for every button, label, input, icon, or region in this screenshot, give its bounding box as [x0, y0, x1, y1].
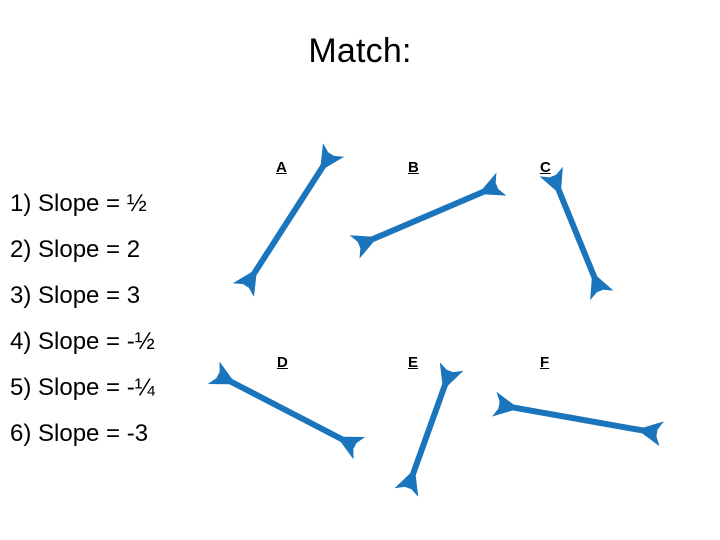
- arrow-c: [539, 166, 614, 301]
- arrow-a: [232, 143, 345, 297]
- arrow-e: [394, 362, 464, 497]
- arrow-label-f: F: [540, 354, 550, 371]
- list-item: 4) Slope = -½: [10, 328, 155, 355]
- arrow-label-a: A: [276, 159, 287, 176]
- arrow-label-b: B: [408, 159, 419, 176]
- slope-list: 1) Slope = ½ 2) Slope = 2 3) Slope = 3 4…: [10, 181, 230, 457]
- arrow-label-d: D: [277, 354, 288, 371]
- arrow-b: [349, 172, 507, 259]
- list-item: 6) Slope = -3: [10, 420, 149, 447]
- list-item: 3) Slope = 3: [10, 282, 141, 309]
- list-item: 5) Slope = -¼: [10, 374, 155, 401]
- arrow-f: [492, 391, 664, 447]
- arrow-label-e: E: [408, 354, 419, 371]
- arrow-d: [207, 361, 366, 460]
- list-item: 1) Slope = ½: [10, 190, 147, 217]
- arrow-label-c: C: [540, 159, 551, 176]
- page-title: Match:: [308, 32, 412, 70]
- list-item: 2) Slope = 2: [10, 236, 141, 263]
